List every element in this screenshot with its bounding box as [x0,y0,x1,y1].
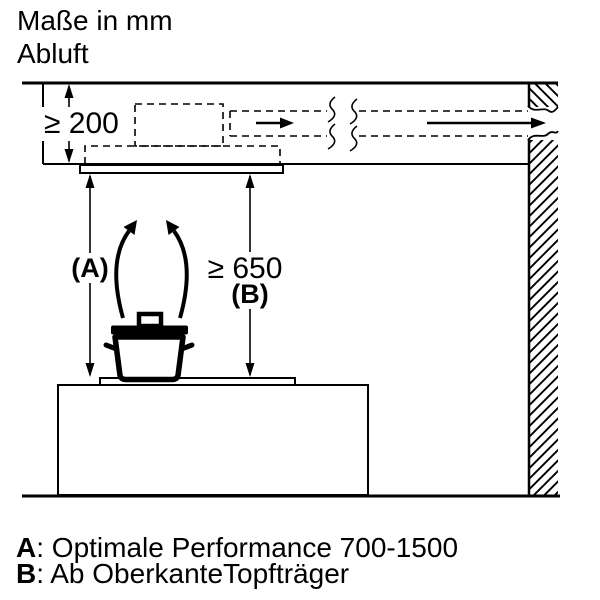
dimension-ceiling-clearance-value: ≥ 200 [42,107,121,141]
dimension-a-label: (A) [69,253,111,283]
airflow-arrows [256,117,546,129]
legend-item-b: B: Ab OberkanteTopfträger [16,558,458,589]
wall-break-upper [527,105,559,113]
steam-arrow-left [114,229,131,319]
steam-arrows [114,220,189,319]
legend-text-b: Ab OberkanteTopfträger [50,558,350,589]
kitchen-island [22,377,560,498]
break-mark [327,123,336,150]
steam-arrow-right [172,229,189,319]
wall-break-lower [527,130,559,141]
dimension-b-label: (B) [229,279,271,309]
pot-body [112,334,186,383]
wall-section [527,83,559,496]
page-header: Maße in mm Abluft [17,4,173,70]
pot-icon [103,311,195,383]
wall-upper-hatch [529,84,558,107]
steam-arrow-right-head [166,220,180,235]
dim-arrowhead-down [85,363,95,377]
dim-arrowhead-up [64,84,74,98]
legend-item-a: A: Optimale Performance 700-1500 [16,532,459,563]
legend-sep-a: : [36,532,52,563]
flow-arrow-long-head [531,117,546,129]
legend-key-a: A [16,532,37,563]
steam-arrow-left-head [123,220,137,235]
dim-arrowhead-down [245,363,255,377]
dim-arrowhead-up [245,174,255,188]
wall-lower-hatch [529,140,558,496]
pot-lid [111,325,188,335]
legend-text-a: Optimale Performance 700-1500 [51,532,459,563]
dim-arrowhead-up [85,174,95,188]
hood-body-dashed [84,145,281,164]
break-mark [327,96,336,123]
legend-sep-b: : [36,558,51,589]
cooktop [99,377,296,386]
concealed-duct-run [84,103,528,164]
blower-unit-dashed [134,103,224,147]
counter [57,384,369,496]
units-note: Maße in mm [17,5,173,36]
break-mark [349,98,358,125]
flow-arrow-short-head [280,117,294,129]
dim-arrowhead-down [64,149,74,163]
pot-lid-knob [136,311,164,329]
mode-label: Abluft [17,38,89,69]
legend: A: Optimale Performance 700-1500 B: Ab O… [16,532,459,589]
hood-panel [79,164,284,174]
break-mark [349,125,358,152]
legend-key-b: B [16,558,37,589]
duct-break-marks [327,96,358,152]
